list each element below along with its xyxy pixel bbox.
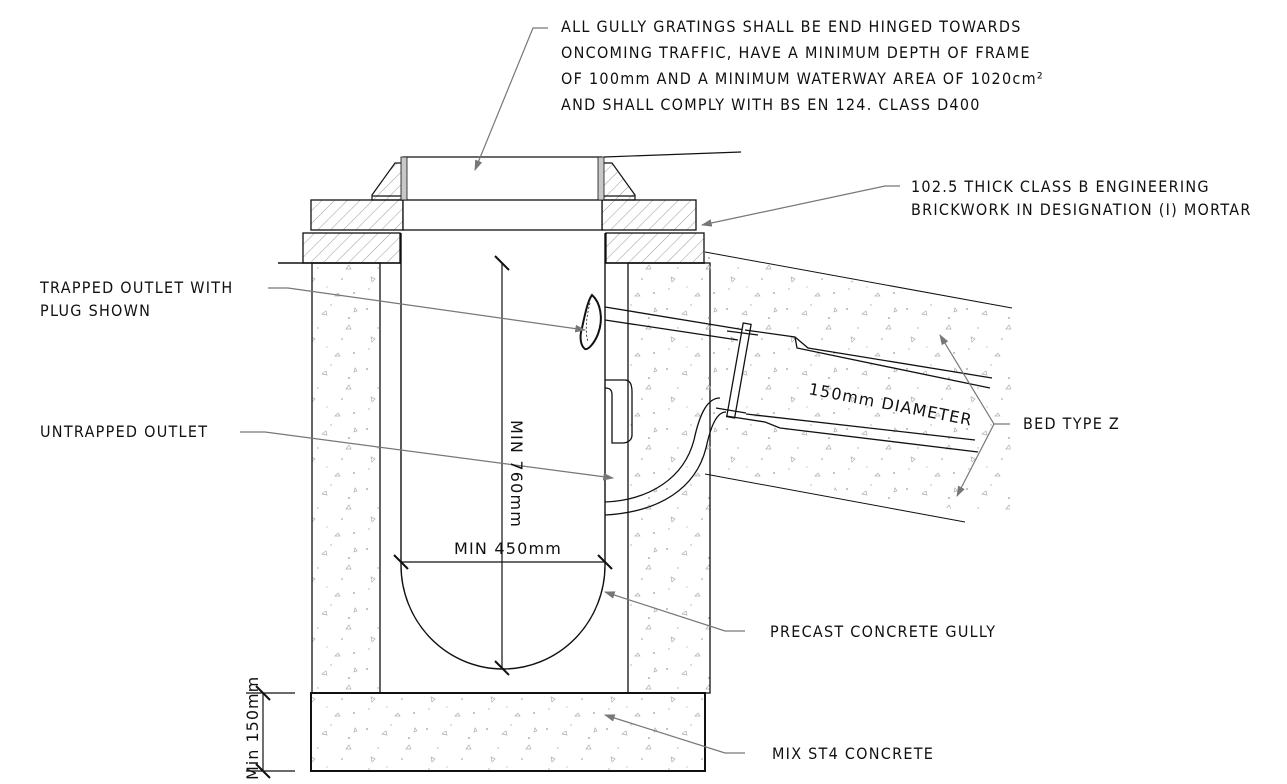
- dim-depth-label: MIN 760mm: [507, 420, 526, 528]
- brickwork-courses: [302, 199, 705, 264]
- trapped-outlet-line-2: PLUG SHOWN: [40, 301, 152, 320]
- grating-frame: [371, 151, 742, 231]
- bed-type-note: BED TYPE Z: [1023, 414, 1121, 433]
- dimension-lines: [246, 255, 613, 779]
- dim-width-label: MIN 450mm: [454, 539, 562, 558]
- brickwork-note-line-2: BRICKWORK IN DESIGNATION (I) MORTAR: [911, 200, 1252, 219]
- leader-lines: [240, 27, 1010, 754]
- mix-concrete-note: MIX ST4 CONCRETE: [772, 744, 935, 763]
- outlet-pipework: [579, 251, 1013, 523]
- grating-note: ALL GULLY GRATINGS SHALL BE END HINGED T…: [561, 19, 1044, 123]
- concrete-surround: [311, 252, 1012, 694]
- brickwork-note-line-1: 102.5 THICK CLASS B ENGINEERING: [911, 177, 1210, 196]
- untrapped-outlet-note: UNTRAPPED OUTLET: [40, 422, 209, 441]
- trapped-outlet-line-1: TRAPPED OUTLET WITH: [40, 278, 234, 297]
- brickwork-note: 102.5 THICK CLASS B ENGINEERING BRICKWOR…: [911, 179, 1252, 228]
- trapped-outlet-note: TRAPPED OUTLET WITH PLUG SHOWN: [40, 280, 233, 329]
- dim-base-label: Min 150mm: [243, 676, 262, 780]
- precast-gully-note: PRECAST CONCRETE GULLY: [770, 622, 997, 641]
- concrete-base-slab: [310, 692, 706, 772]
- grating-note-line-1: ALL GULLY GRATINGS SHALL BE END HINGED T…: [561, 17, 1022, 36]
- grating-note-line-3: OF 100mm AND A MINIMUM WATERWAY AREA OF …: [561, 69, 1044, 88]
- grating-note-line-2: ONCOMING TRAFFIC, HAVE A MINIMUM DEPTH O…: [561, 43, 1031, 62]
- grating-note-line-4: AND SHALL COMPLY WITH BS EN 124. CLASS D…: [561, 95, 981, 114]
